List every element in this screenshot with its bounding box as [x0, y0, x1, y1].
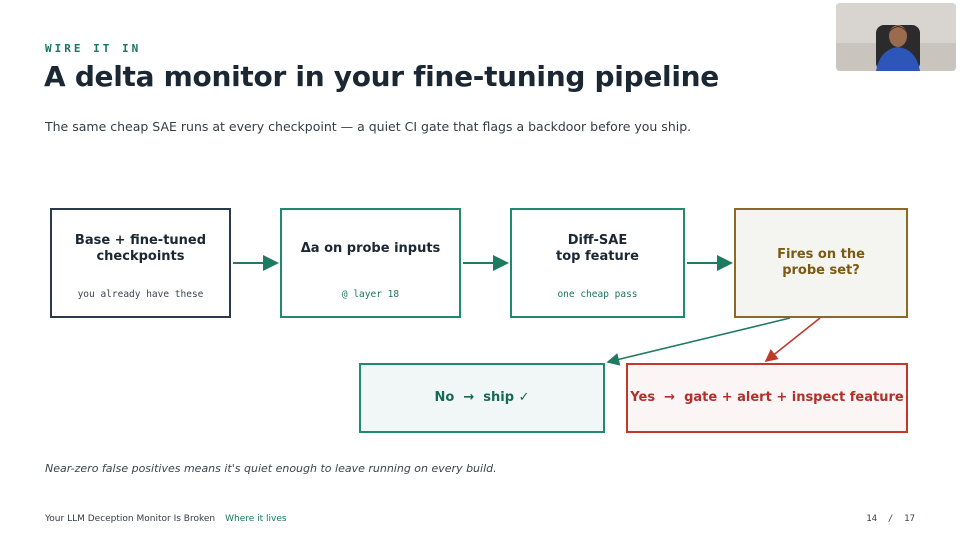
- outcome-yes-label: Yes → gate + alert + inspect feature: [630, 390, 904, 405]
- decision-box: Fires on the probe set?: [734, 208, 908, 318]
- decision-label: Fires on the probe set?: [777, 247, 865, 278]
- webcam-video-thumbnail[interactable]: [836, 3, 956, 71]
- outcome-yes-box: Yes → gate + alert + inspect feature: [626, 363, 908, 433]
- footnote: Near-zero false positives means it's qui…: [45, 462, 497, 475]
- section-kicker: WIRE IT IN: [45, 42, 142, 55]
- outcome-no-box: No → ship ✓: [359, 363, 605, 433]
- step-delta-box: Δa on probe inputs @ layer 18: [280, 208, 461, 318]
- step-diff-sae-note: one cheap pass: [557, 289, 638, 300]
- step-checkpoints-note: you already have these: [77, 289, 204, 300]
- step-checkpoints-box: Base + fine-tuned checkpoints you alread…: [50, 208, 231, 318]
- step-delta-label: Δa on probe inputs: [300, 241, 441, 256]
- section-link[interactable]: Where it lives: [225, 514, 287, 524]
- arrow-decision-to-no: [606, 317, 791, 366]
- step-checkpoints-label: Base + fine-tuned checkpoints: [74, 233, 207, 264]
- step-delta-note: @ layer 18: [341, 289, 400, 300]
- step-diff-sae-label: Diff-SAE top feature: [556, 233, 639, 264]
- step-diff-sae-box: Diff-SAE top feature one cheap pass: [510, 208, 685, 318]
- outcome-no-label: No → ship ✓: [434, 390, 530, 405]
- slide-title: A delta monitor in your fine-tuning pipe…: [44, 60, 719, 93]
- footer-deck-info: Your LLM Deception Monitor Is Broken Wher…: [45, 514, 287, 524]
- deck-title: Your LLM Deception Monitor Is Broken: [45, 514, 216, 524]
- slide-subtitle: The same cheap SAE runs at every checkpo…: [45, 119, 692, 134]
- page-counter: 14 / 17: [866, 514, 915, 524]
- presenter-avatar-icon: [836, 3, 956, 71]
- arrow-decision-to-yes: [764, 317, 821, 362]
